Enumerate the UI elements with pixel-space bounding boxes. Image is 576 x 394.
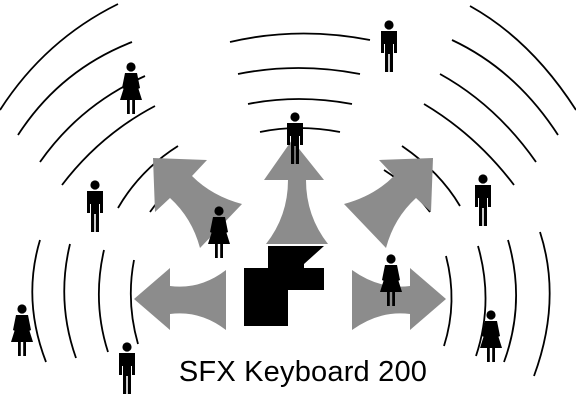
arrow-up [264,140,328,244]
wave-arc [17,41,133,136]
woman-icon [120,62,142,114]
wave-arc [423,103,515,186]
wave-arc [401,145,461,207]
speaker-icon [244,246,324,326]
wave-arc [63,243,77,359]
wave-arc [0,3,119,111]
wave-arc [469,5,576,111]
wave-arc [97,249,109,353]
wave-arc [117,145,179,209]
arrows [134,140,446,330]
woman-icon [480,310,502,362]
wave-arc [237,67,361,75]
wave-arc [129,259,139,345]
wave-arc [451,39,559,136]
arrow-left [134,268,226,330]
product-caption: SFX Keyboard 200 [178,356,428,388]
wave-arc [533,231,551,377]
wave-arc [475,245,487,357]
man-icon [475,174,491,226]
arrow-up-right [344,158,433,248]
woman-icon [11,304,33,356]
man-icon [381,20,397,72]
arrow-right [352,268,446,330]
wave-arc [247,98,353,105]
wave-arc [229,32,371,43]
wave-arc [439,73,537,163]
wave-arc [503,239,517,363]
wave-arc [443,255,453,347]
wave-arc [61,105,156,186]
wave-arc [31,239,47,363]
arrow-up-left [153,158,242,248]
man-icon [87,180,103,232]
